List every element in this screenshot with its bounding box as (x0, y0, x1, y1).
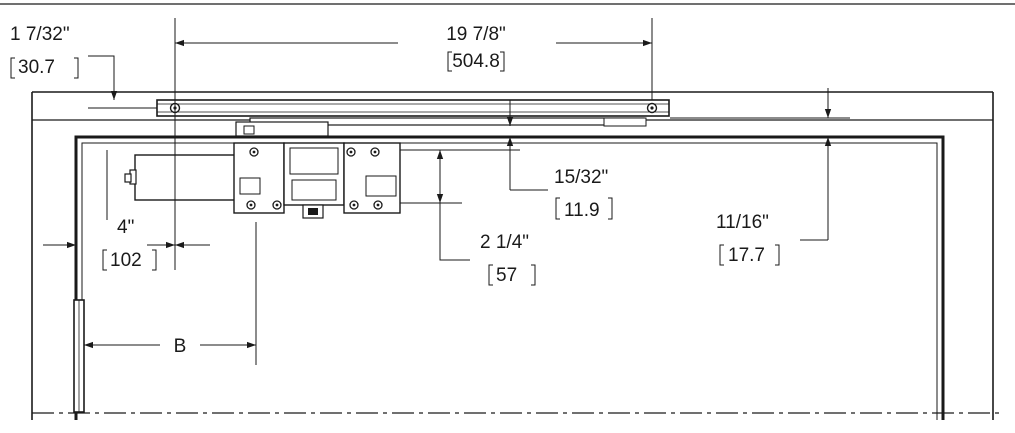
dim-width-metric: 504.8 (452, 51, 500, 72)
door-frame (31, 91, 994, 420)
dim-top-metric: 30.7 (18, 57, 55, 78)
dimension-width: 19 7/8" 504.8 (174, 18, 653, 270)
dimension-small: 15/32" 11.9 (400, 100, 613, 221)
dimension-b: B (84, 222, 257, 365)
dim-small-metric: 11.9 (564, 200, 600, 221)
dimension-top: 1 7/32" 30.7 (10, 24, 157, 109)
dim-right-metric: 17.7 (728, 245, 765, 266)
dim-right-imperial: 11/16" (716, 212, 769, 233)
dimension-height: 2 1/4" 57 (400, 150, 536, 286)
dim-top-imperial: 1 7/32" (10, 24, 70, 45)
dimension-right: 11/16" 17.7 (670, 88, 850, 266)
dim-height-imperial: 2 1/4" (480, 232, 529, 253)
dimension-left: 4" 102 (43, 150, 210, 271)
dim-left-metric: 102 (110, 250, 142, 271)
dim-b-label: B (174, 336, 187, 357)
mounting-rail (156, 99, 670, 117)
dim-height-metric: 57 (496, 265, 517, 286)
closer-body (124, 142, 401, 219)
slide-arm (235, 117, 647, 137)
dim-small-imperial: 15/32" (554, 167, 608, 188)
dim-left-imperial: 4" (117, 217, 134, 238)
dim-width-imperial: 19 7/8" (446, 24, 506, 45)
